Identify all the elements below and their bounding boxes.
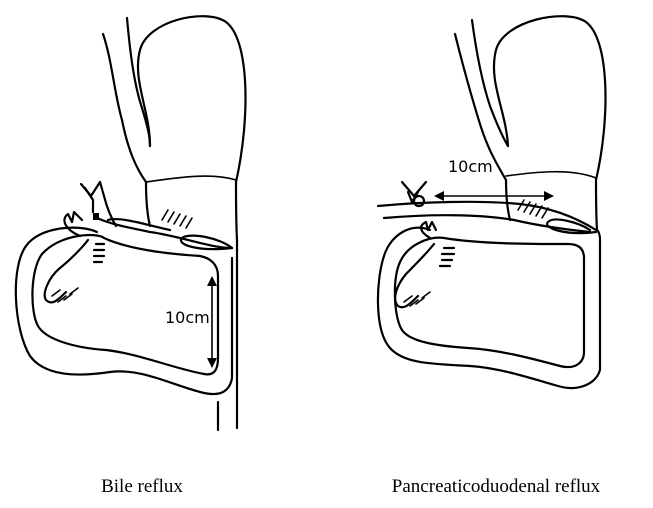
measurement-label-right: 10cm	[448, 157, 493, 176]
panel-pancreaticoduodenal-reflux: 10cm	[378, 16, 606, 388]
jejunal-loop-right	[378, 228, 600, 388]
resection-line-right	[506, 172, 596, 178]
roux-limb-left	[97, 218, 232, 249]
panel-bile-reflux: 10cm	[16, 16, 246, 430]
caption-bile-reflux: Bile reflux	[101, 476, 183, 498]
choledochojejunostomy-right	[414, 196, 424, 206]
measurement-arrow-left: 10cm	[165, 278, 212, 366]
measurement-label-left: 10cm	[165, 308, 210, 327]
stomach-right	[494, 16, 606, 233]
measurement-arrow-right: 10cm	[436, 157, 552, 196]
stomach-left	[138, 16, 246, 240]
pancreatic-stump-right	[395, 222, 454, 307]
jejunal-loop-left	[16, 228, 237, 430]
pancreatic-stump-left	[45, 212, 104, 302]
staple-marks-gastric-left	[162, 210, 192, 228]
resection-line-left	[146, 176, 236, 182]
caption-pancreaticoduodenal-reflux: Pancreaticoduodenal reflux	[392, 476, 600, 498]
